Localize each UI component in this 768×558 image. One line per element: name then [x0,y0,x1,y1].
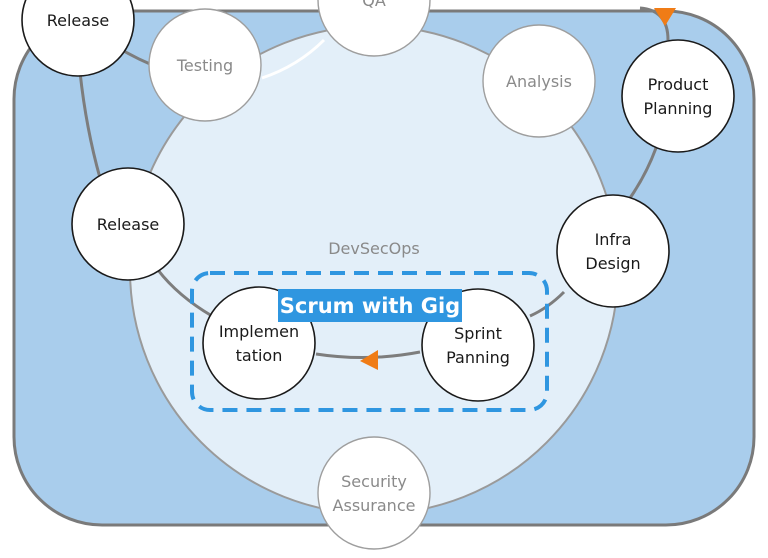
connector-testing-qa [261,38,326,80]
connectors [78,6,670,360]
product-planning-node-label-line-1: Product [648,75,709,94]
connector-impl-release [156,269,213,318]
connector-release-release [78,71,102,179]
release-left-node-circle [71,167,185,281]
devsecops-label: DevSecOps [328,239,420,258]
release-top-node-label-line-1: Release [47,11,110,30]
security-assurance-node-label-line-1: Security [341,472,407,491]
qa-node-circle [317,0,431,57]
implementation-node-label-line-1: Implemen [219,322,299,341]
implementation-node-label-line-2: tation [236,346,283,365]
infra-design-node-circle [556,194,670,308]
product-planning-node-circle [621,39,735,153]
security-assurance-node-circle [317,436,431,550]
infra-design-node-label-line-2: Design [585,254,640,273]
infra-design-node-label-line-1: Infra [595,230,632,249]
testing-node-label-line-1: Testing [176,56,233,75]
arrow-sprint-to-impl [360,350,378,370]
sprint-planning-node-label-line-1: Sprint [454,324,502,343]
scrum-dashed-box [190,271,549,412]
scrum-label: Scrum with Gig [280,294,460,318]
security-assurance-node-label-line-2: Assurance [333,496,416,515]
scrum-label-bg [278,289,462,322]
analysis-node: Analysis [482,24,596,138]
release-left-node: Release [71,167,185,281]
release-top-node-circle [21,0,135,77]
product-planning-node-label-line-2: Planning [644,99,713,118]
testing-node: Testing [148,8,262,122]
analysis-node-label-line-1: Analysis [506,72,572,91]
analysis-node-circle [482,24,596,138]
release-left-node-label-line-1: Release [97,215,160,234]
release-top-node: Release [21,0,135,77]
qa-node: QA [317,0,431,57]
testing-node-circle [148,8,262,122]
connector-product-infra [628,147,658,199]
arrow-top-right [654,8,676,26]
qa-node-label-line-1: QA [362,0,386,10]
sprint-planning-node-label-line-2: Panning [446,348,510,367]
